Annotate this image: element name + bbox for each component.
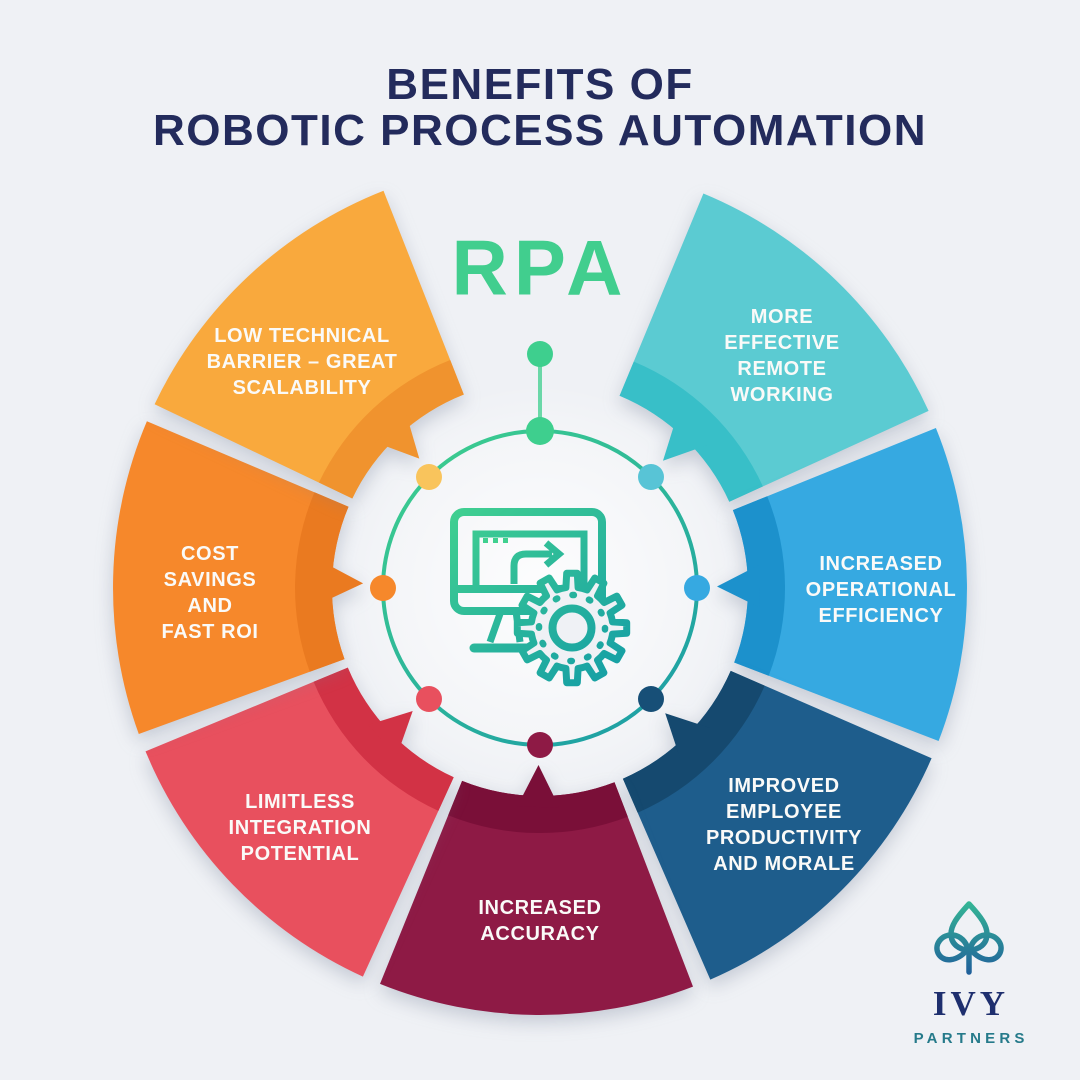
segment-label-increased-operational-efficiency: INCREASED OPERATIONAL EFFICIENCY: [805, 553, 957, 627]
ring-dot-top: [526, 417, 554, 445]
ring-dot-left: [370, 575, 396, 601]
segment-arrow-pointer: [367, 711, 413, 756]
page-title: BENEFITS OF ROBOTIC PROCESS AUTOMATION: [153, 60, 927, 155]
segment-label-cost-savings-and-fast-roi: COST SAVINGS AND FAST ROI: [161, 543, 259, 643]
segment-cost-savings-and-fast-roi: [113, 421, 364, 734]
ring-dot-bottom-right: [638, 686, 664, 712]
ring-dot-top-right: [638, 464, 664, 490]
browser-dots: [483, 538, 508, 543]
flow-arrow: [510, 550, 552, 584]
logo-subtitle: PARTNERS: [913, 1030, 1029, 1047]
gear-icon: [513, 569, 631, 687]
ring-dot-right: [684, 575, 710, 601]
browser-window: [472, 530, 588, 587]
gear-hub: [548, 604, 596, 652]
segment-arrow-pointer: [663, 415, 708, 461]
segment-label-improved-employee-productivity-and-morale: IMPROVED EMPLOYEE PRODUCTIVITY AND MORAL…: [705, 775, 863, 875]
ring-dot-bottom: [527, 732, 553, 758]
segment-arrow-pointer: [717, 565, 760, 608]
segment-arrow-pointer: [375, 413, 420, 459]
ivy-leaf-logo-icon: [934, 901, 1004, 975]
segment-increased-accuracy: [380, 765, 693, 1015]
segment-label-more-effective-remote-working: MORE EFFECTIVE REMOTE WORKING: [724, 306, 840, 406]
ring-dot-bottom-left: [416, 686, 442, 712]
ivy-partners-logo: IVY PARTNERS: [899, 901, 1039, 1047]
flow-arrow-head: [543, 540, 565, 568]
segment-increased-operational-efficiency: [717, 428, 967, 741]
monitor-automation-gear-icon: [450, 508, 631, 687]
logo-name: IVY: [932, 984, 1010, 1023]
segment-improved-employee-productivity-and-morale: [622, 670, 932, 980]
rpa-pin-dot: [527, 341, 553, 367]
gear-teeth: [513, 569, 631, 687]
hub-ring-layer: [370, 341, 710, 758]
ring-dot-top-left: [416, 464, 442, 490]
segment-more-effective-remote-working: [619, 193, 929, 502]
segment-low-technical-barrier-great-scalability: [154, 190, 464, 499]
segment-arrow-pointer: [517, 765, 560, 808]
segment-arrow-pointer: [665, 713, 710, 758]
segment-wedge: [732, 428, 967, 741]
segment-limitless-integration-potential: [145, 667, 454, 977]
segment-arrow-pointer: [320, 561, 364, 604]
segments-layer: [113, 190, 967, 1015]
segment-label-increased-accuracy: INCREASED ACCURACY: [478, 897, 602, 945]
rpa-center-label: RPA: [451, 223, 629, 312]
gear-dotted-ring: [535, 591, 609, 665]
segment-label-low-technical-barrier-great-scalability: LOW TECHNICAL BARRIER – GREAT SCALABILIT…: [206, 325, 398, 399]
segment-wedge: [113, 421, 349, 734]
segment-wedge: [380, 780, 693, 1015]
segment-label-limitless-integration-potential: LIMITLESS INTEGRATION POTENTIAL: [228, 791, 372, 865]
